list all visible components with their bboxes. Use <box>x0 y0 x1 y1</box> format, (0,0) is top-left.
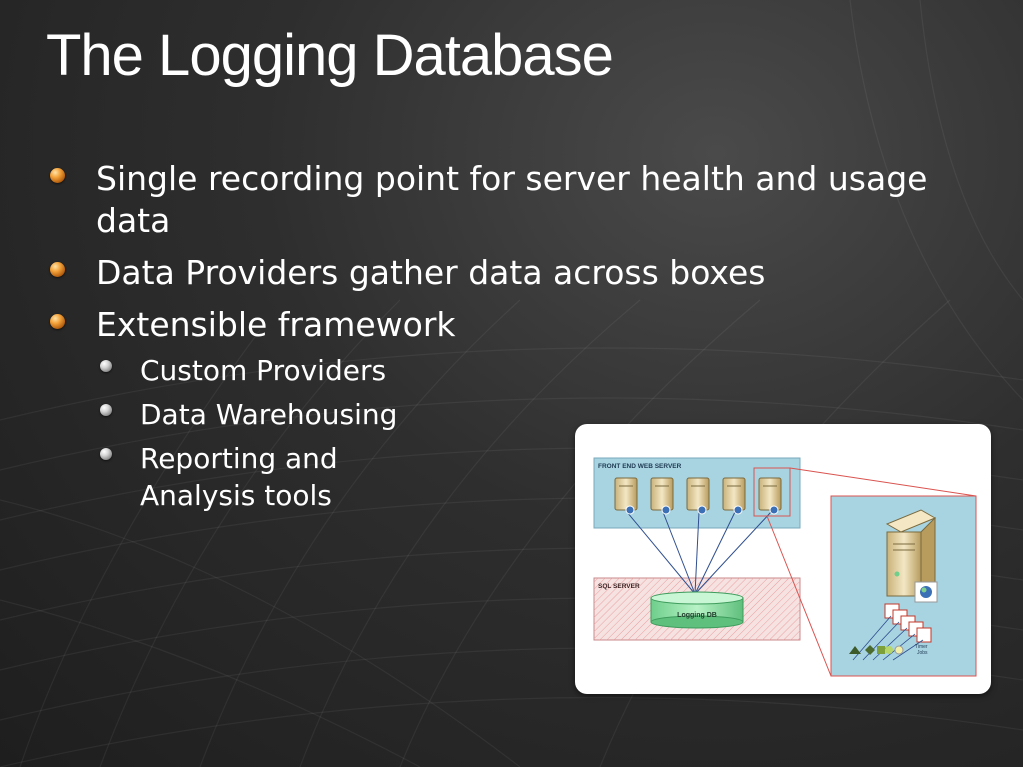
sub-bullet-item: Reporting and Analysis tools <box>46 440 996 514</box>
sql-server-label: SQL SERVER <box>598 583 640 590</box>
connection-lines <box>626 511 772 595</box>
web-server-icon <box>614 477 638 515</box>
diagram-canvas: FRONT END WEB SERVER SQL SERVER <box>593 457 977 677</box>
zoom-lines <box>766 467 977 677</box>
timer-jobs-icon <box>849 603 932 661</box>
bullet-text: Extensible framework <box>96 305 456 344</box>
zoomed-server-icon <box>885 509 938 603</box>
silver-bullet-icon <box>100 448 112 460</box>
orange-bullet-icon <box>50 262 65 277</box>
zoom-highlight-box <box>753 467 791 517</box>
web-server-icon <box>686 477 710 515</box>
architecture-diagram: FRONT END WEB SERVER SQL SERVER <box>575 424 991 694</box>
sub-bullet-item: Data Warehousing <box>46 396 996 433</box>
sub-bullet-list: Custom Providers Data Warehousing Report… <box>96 352 996 514</box>
bullet-item: Single recording point for server health… <box>46 158 996 242</box>
silver-bullet-icon <box>100 360 112 372</box>
orange-bullet-icon <box>50 314 65 329</box>
logging-db-label: Logging DB <box>677 612 717 619</box>
bullet-item: Data Providers gather data across boxes <box>46 252 996 294</box>
sub-bullet-text: Data Warehousing <box>140 398 398 431</box>
orange-bullet-icon <box>50 168 65 183</box>
sub-bullet-item: Custom Providers <box>46 352 996 389</box>
sub-bullet-text: Reporting and Analysis tools <box>140 442 338 512</box>
web-server-icon <box>650 477 674 515</box>
web-server-icon <box>758 477 782 515</box>
web-server-icon <box>722 477 746 515</box>
silver-bullet-icon <box>100 404 112 416</box>
bullet-text: Single recording point for server health… <box>96 159 928 240</box>
timer-label: Timer <box>915 644 928 650</box>
jobs-label: Jobs <box>917 650 928 656</box>
logging-db-icon <box>650 591 744 629</box>
front-end-label: FRONT END WEB SERVER <box>598 463 682 470</box>
sub-bullet-text: Custom Providers <box>140 354 387 387</box>
bullet-text: Data Providers gather data across boxes <box>96 253 766 292</box>
bullet-item: Extensible framework Custom Providers Da… <box>46 304 996 514</box>
bullet-list: Single recording point for server health… <box>46 158 996 524</box>
slide-title: The Logging Database <box>46 23 614 88</box>
